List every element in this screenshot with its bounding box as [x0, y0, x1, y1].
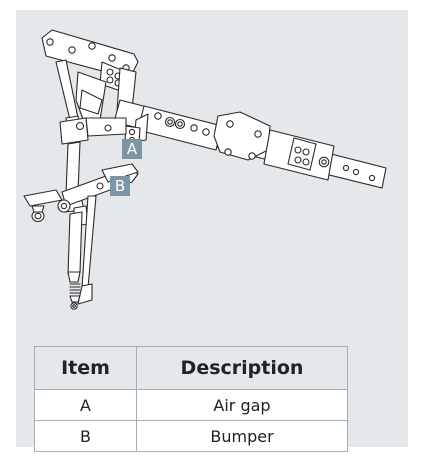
item-cell: A [34, 389, 137, 421]
description-cell: Bumper [136, 420, 348, 452]
mechanism-drawing [16, 10, 408, 330]
spring-foot [67, 271, 93, 310]
callout-a: A [122, 139, 142, 159]
mechanism-linkage-drawing [23, 29, 387, 310]
horizontal-arm [113, 99, 387, 189]
table-row: A Air gap [34, 389, 348, 421]
description-cell: Air gap [136, 389, 348, 421]
column-header-description: Description [136, 346, 348, 390]
callout-b: B [110, 176, 130, 196]
table-row: B Bumper [34, 420, 348, 452]
item-cell: B [34, 420, 137, 452]
legend-table: Item Description A Air gap B Bumper [34, 346, 348, 452]
column-header-item: Item [34, 346, 137, 390]
legend-header-row: Item Description [34, 346, 348, 390]
